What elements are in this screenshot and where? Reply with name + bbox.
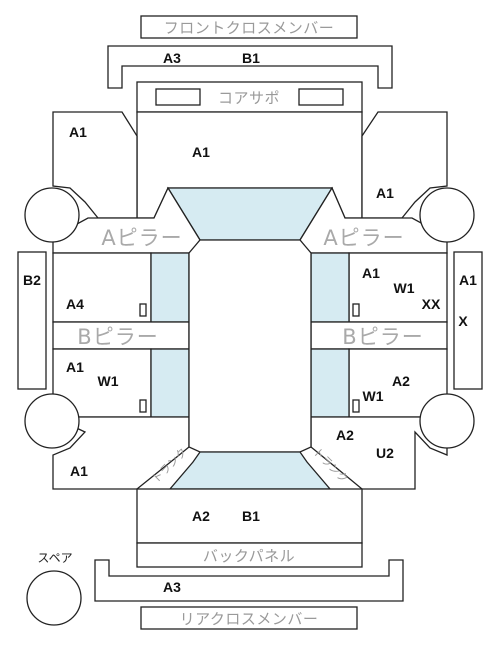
side-sill-left-code: B2 xyxy=(23,272,41,288)
side-sill-right-code-a: A1 xyxy=(459,272,477,288)
front-wheel-left[interactable] xyxy=(24,187,80,243)
quarter-right-code-a: A2 xyxy=(336,427,354,443)
front-wheel-right[interactable] xyxy=(419,187,475,243)
a-pillar-left-label: Aピラー xyxy=(101,226,182,250)
rear-cross-member-box xyxy=(140,606,358,630)
back-panel-label: バックパネル xyxy=(203,547,295,565)
rear-wheel-left[interactable] xyxy=(24,393,80,449)
rear-door-handle-right xyxy=(352,399,360,413)
side-sill-right[interactable] xyxy=(453,251,483,390)
side-sill-right-code-b: X xyxy=(458,313,468,329)
rear-door-window-left[interactable] xyxy=(150,348,190,418)
quarter-right-code-b: U2 xyxy=(376,445,394,461)
rear-cross-member-label: リアクロスメンバー xyxy=(180,610,319,628)
trunk-lid[interactable] xyxy=(136,488,363,544)
front-member-code-a: A3 xyxy=(163,50,181,66)
front-door-right-code-b: W1 xyxy=(394,280,415,296)
b-pillar-left-label: Bピラー xyxy=(77,325,158,349)
hood-code: A1 xyxy=(192,144,210,160)
front-cross-member-label: フロントクロスメンバー xyxy=(164,19,335,37)
b-pillar-right[interactable] xyxy=(310,321,448,350)
front-cross-member[interactable] xyxy=(107,45,393,89)
spare-label: スペア xyxy=(37,551,72,565)
front-door-window-left[interactable] xyxy=(150,252,190,323)
front-member-code-b: B1 xyxy=(242,50,260,66)
roof[interactable] xyxy=(188,239,312,453)
rear-door-left-code-b: W1 xyxy=(98,373,119,389)
core-support-label: コアサポ xyxy=(218,89,280,107)
rear-door-right-code-b: W1 xyxy=(363,388,384,404)
rear-cross-member[interactable] xyxy=(94,559,404,602)
headlight-right xyxy=(298,88,344,106)
rear-member-code: A3 xyxy=(163,579,181,595)
front-door-window-right[interactable] xyxy=(310,252,350,323)
rear-door-left-code-a: A1 xyxy=(66,359,84,375)
back-panel[interactable] xyxy=(136,542,363,568)
fender-front-right-code: A1 xyxy=(376,185,394,201)
front-door-right-code-a: A1 xyxy=(362,265,380,281)
fender-front-left-code: A1 xyxy=(69,124,87,140)
headlight-left xyxy=(155,88,201,106)
front-door-handle-right xyxy=(352,303,360,317)
b-pillar-right-label: Bピラー xyxy=(342,325,423,349)
rear-door-right-code-a: A2 xyxy=(392,373,410,389)
front-fender-right[interactable] xyxy=(361,111,448,219)
spare-tire[interactable] xyxy=(26,570,82,626)
trunk-code-a: A2 xyxy=(192,508,210,524)
front-door-left-code: A4 xyxy=(66,296,84,312)
front-cross-member-box xyxy=(140,15,358,39)
front-door-handle-left xyxy=(139,303,147,317)
quarter-left-code: A1 xyxy=(70,463,88,479)
rear-door-window-right[interactable] xyxy=(310,348,350,418)
rear-door-handle-left xyxy=(139,399,147,413)
rear-window[interactable] xyxy=(168,451,332,490)
a-pillar-right-label: Aピラー xyxy=(323,226,404,250)
rear-wheel-right[interactable] xyxy=(419,393,475,449)
side-sill-left[interactable] xyxy=(17,251,47,390)
trunk-code-b: B1 xyxy=(242,508,260,524)
front-door-right-code-c: XX xyxy=(422,296,441,312)
